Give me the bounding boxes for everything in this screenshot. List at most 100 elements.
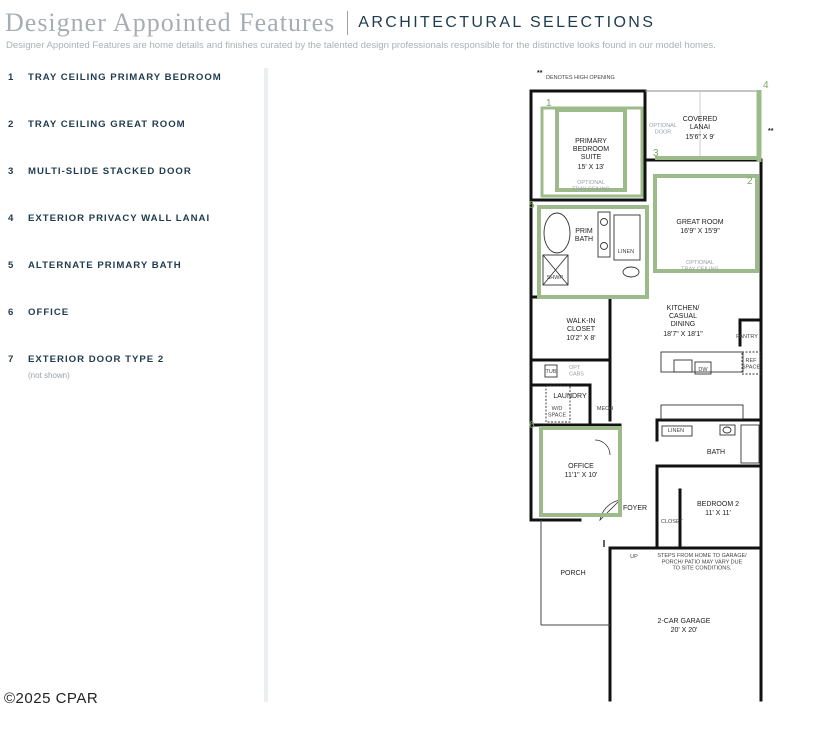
porch-label: PORCH [560,570,585,577]
plan-doors [594,439,621,547]
primary-bedroom-dims: 15' X 13' [578,164,605,171]
text-line: SPACE [742,364,761,370]
feature-number: 6 [8,307,15,318]
text-line: TRAY CEILING [681,266,719,272]
legend-mark: ** [537,70,543,77]
porch-outline [540,90,761,626]
text-line: OPTIONAL [649,123,677,129]
feature-item: 5 ALTERNATE PRIMARY BATH [8,260,182,271]
feature-label: TRAY CEILING PRIMARY BEDROOM [28,72,222,83]
pantry-label: PANTRY [736,334,758,340]
text-line: CASUAL [669,313,697,320]
feature-item: 2 TRAY CEILING GREAT ROOM [8,119,186,130]
feature-number: 3 [8,166,15,177]
laundry-label: LAUNDRY [553,393,587,400]
text-line: LANAI [690,124,710,131]
text-line: PRIM [575,228,593,235]
feature-label: TRAY CEILING GREAT ROOM [28,119,186,130]
text-line: W/D [552,406,563,412]
feature-highlights [537,90,762,517]
text-line: PRIMARY [575,138,607,145]
plan-marker-2: 2 [747,176,753,187]
bedroom-2-label: BEDROOM 2 [697,501,739,508]
page-title: Designer Appointed Features [5,8,336,37]
feature-number: 2 [8,119,15,130]
text-line: STEPS FROM HOME TO GARAGE/ [657,553,747,559]
feature-item: 4 EXTERIOR PRIVACY WALL LANAI [8,213,210,224]
feature-item: 7 EXTERIOR DOOR TYPE 2 [8,354,164,365]
text-line: DINING [671,321,696,328]
high-opening-mark: ** [768,128,774,135]
feature-label: ALTERNATE PRIMARY BATH [28,260,182,271]
feature-number: 5 [8,260,15,271]
text-line: SUITE [581,154,602,161]
up-label: UP [630,554,638,560]
office-label: OFFICE [568,463,594,470]
text-line: BATH [575,236,593,243]
closet-label: CLOSET [661,519,684,525]
linen-label: LINEN [618,249,634,255]
text-line: OPT [569,365,581,371]
plan-marker-4: 4 [763,80,769,91]
feature-label: EXTERIOR DOOR TYPE 2 [28,354,165,365]
text-line: CABS [569,371,584,377]
title-divider [347,11,349,35]
feature-item: 6 OFFICE [8,307,69,318]
great-room-dims: 16'9" X 15'9" [680,228,720,235]
page-subtitle-heading: ARCHITECTURAL SELECTIONS [358,14,656,31]
text-line: OPTIONAL [686,260,714,266]
legend-text: DENOTES HIGH OPENING [546,75,615,81]
text-line: WALK-IN [567,318,596,325]
feature-label: MULTI-SLIDE STACKED DOOR [28,166,192,177]
feature-item: 1 TRAY CEILING PRIMARY BEDROOM [8,72,222,83]
text-line: TO SITE CONDITIONS. [673,566,732,572]
text-line: PORCH/ PATIO MAY VARY DUE [662,559,743,565]
plan-marker-6: 6 [529,420,535,431]
linen2-label: LINEN [668,428,684,434]
plan-marker-5: 5 [529,200,535,211]
text-line: OPTIONAL [577,180,605,186]
bath-label: BATH [707,449,725,456]
text-line: TRAY CEILING [572,186,610,192]
plan-marker-1: 1 [546,98,552,109]
text-line: SPACE [548,412,567,418]
covered-lanai-dims: 15'6" X 9' [685,134,714,141]
office-dims: 11'1" X 10' [565,472,598,479]
great-room-label: GREAT ROOM [676,219,723,226]
foyer-label: FOYER [623,505,647,512]
copyright-notice: ©2025 CPAR [4,690,99,707]
text-line: KITCHEN/ [667,305,700,312]
kitchen-dims: 18'7" X 18'1" [663,331,703,338]
feature-label: OFFICE [28,307,70,318]
dishwasher-label: DW [698,367,708,373]
feature-note: (not shown) [28,371,70,380]
feature-item: 3 MULTI-SLIDE STACKED DOOR [8,166,192,177]
text-line: COVERED [683,116,718,123]
column-divider [264,68,268,702]
steps-note: STEPS FROM HOME TO GARAGE/PORCH/ PATIO M… [657,553,747,572]
text-line: DOOR [655,129,672,135]
plan-walls [529,89,763,702]
text-line: BEDROOM [573,146,609,153]
feature-label: EXTERIOR PRIVACY WALL LANAI [28,213,211,224]
garage-label: 2-CAR GARAGE [658,618,711,625]
plan-fixtures [542,211,761,464]
feature-number: 7 [8,354,15,365]
shower-label: SHWR [547,275,564,281]
page-description: Designer Appointed Features are home det… [6,40,716,51]
page-header: Designer Appointed Features ARCHITECTURA… [5,6,655,40]
text-line: CLOSET [567,326,596,333]
feature-number: 4 [8,213,15,224]
walk-in-closet-dims: 10'2" X 8' [566,335,595,342]
feature-number: 1 [8,72,15,83]
bedroom-2-dims: 11' X 11' [705,510,731,517]
